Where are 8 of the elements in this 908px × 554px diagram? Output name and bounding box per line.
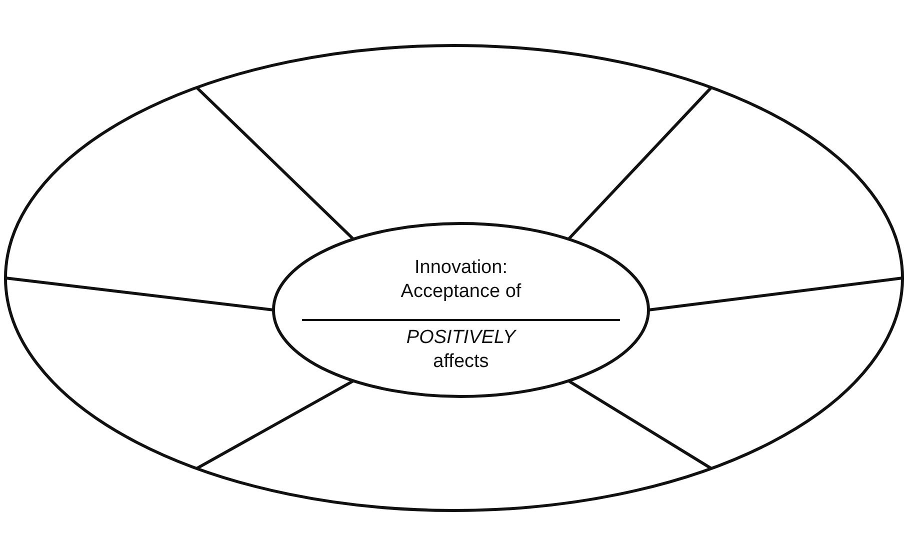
spoke-line xyxy=(196,86,354,240)
heading-text: Innovation: Acceptance of xyxy=(400,256,522,304)
spoke-line xyxy=(568,380,712,470)
spoke-line xyxy=(648,276,903,312)
spoke-line xyxy=(196,380,354,470)
spoke-line xyxy=(5,276,274,312)
spoke-line xyxy=(567,86,712,240)
body-text: POSITIVELY affects xyxy=(405,326,518,374)
